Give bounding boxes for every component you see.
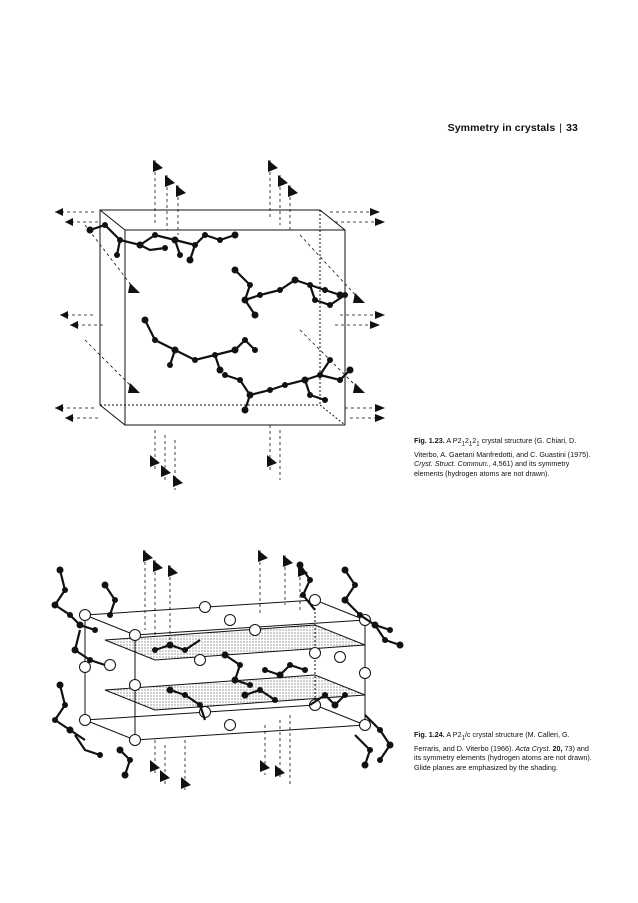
caption-sub-2: 1 (468, 441, 473, 448)
caption-text-mid: /c crystal structure (M. Calleri, G. Fer… (414, 730, 570, 753)
figure-1-23-svg (55, 160, 385, 490)
figure-1-23-label: Fig. 1.23. (414, 436, 445, 445)
caption-journal: Cryst. Struct. Commun. (414, 459, 489, 469)
caption-text-post: , 4,561) and its symmetry elements (hydr… (414, 459, 570, 478)
figure-1-23-drawing (45, 150, 385, 490)
caption-text-pre: A P2 (446, 436, 462, 445)
header-separator: | (559, 122, 563, 134)
caption-sub-1: 1 (461, 441, 465, 448)
caption-text-pre: A P2 (446, 730, 462, 739)
caption-text-post: 73) and its symmetry elements (hydrogen … (414, 743, 592, 772)
caption-sub-3: 1 (476, 441, 480, 448)
running-header: Symmetry in crystals|33 (448, 122, 578, 134)
figure-1-24-svg (51, 550, 404, 790)
figure-1-24-drawing (45, 545, 415, 795)
figure-1-24-label: Fig. 1.24. (414, 730, 445, 739)
figure-1-24-caption: Fig. 1.24. A P21/c crystal structure (M.… (414, 730, 592, 772)
caption-journal: Acta Cryst. (515, 743, 551, 753)
page-number: 33 (566, 122, 578, 134)
figure-1-23-caption: Fig. 1.23. A P212121 crystal structure (… (414, 436, 591, 478)
caption-volume: 20, (552, 743, 563, 753)
caption-sub: 1 (461, 735, 465, 742)
running-title: Symmetry in crystals (447, 122, 556, 134)
caption-text-mid: crystal structure (G. Chiari, D. Viterbo… (414, 436, 591, 459)
